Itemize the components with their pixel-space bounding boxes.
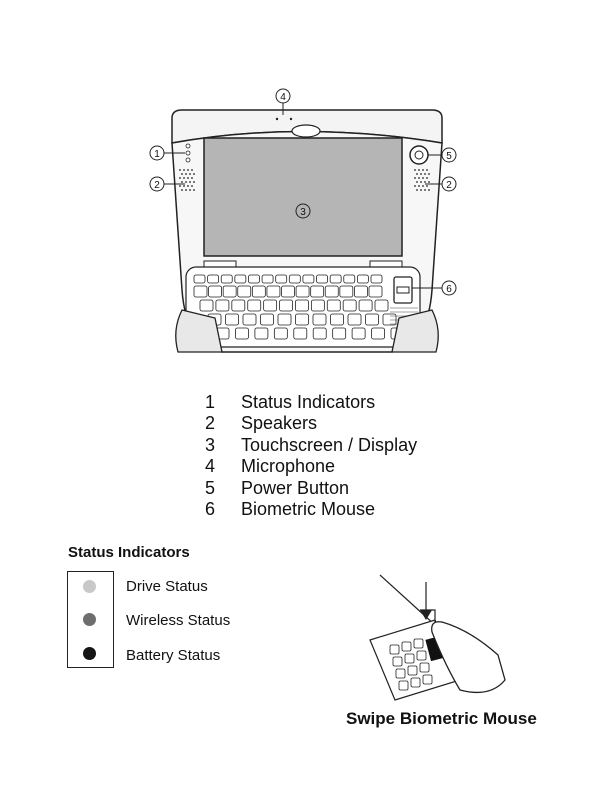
- drive-status-label: Drive Status: [126, 578, 208, 595]
- keyboard-key: [417, 651, 426, 660]
- touchscreen-display: [204, 138, 402, 256]
- keyboard-key: [352, 328, 365, 339]
- keyboard-key: [209, 286, 222, 297]
- keyboard-key: [282, 286, 295, 297]
- callout-4: 4: [280, 92, 286, 103]
- keyboard-key: [423, 675, 432, 684]
- keyboard-key: [248, 275, 259, 283]
- keyboard-key: [262, 275, 273, 283]
- keyboard-key: [295, 300, 308, 311]
- keyboard-key: [369, 286, 382, 297]
- callout-6: 6: [446, 284, 452, 295]
- keyboard-key: [372, 328, 385, 339]
- keyboard-key: [226, 314, 239, 325]
- keyboard-key: [359, 300, 372, 311]
- keyboard-key: [274, 328, 287, 339]
- keyboard-key: [238, 286, 251, 297]
- keyboard-key: [405, 654, 414, 663]
- keyboard-key: [255, 328, 268, 339]
- keyboard-key: [194, 275, 205, 283]
- keyboard-key: [330, 275, 341, 283]
- callout-2-left: 2: [154, 180, 160, 191]
- keyboard-key: [296, 286, 309, 297]
- keyboard-key: [317, 275, 328, 283]
- keyboard-key: [340, 286, 353, 297]
- keyboard-key: [390, 645, 399, 654]
- callout-1: 1: [154, 149, 160, 160]
- keyboard-key: [399, 681, 408, 690]
- keyboard-key: [375, 300, 388, 311]
- keyboard-key: [252, 286, 265, 297]
- keyboard-key: [393, 657, 402, 666]
- keyboard-key: [264, 300, 277, 311]
- device-diagram: 4 1 2 5 2 6 3: [0, 0, 612, 380]
- keyboard-key: [354, 286, 367, 297]
- microphone-icon: [292, 125, 320, 137]
- status-indicators-heading: Status Indicators: [68, 544, 190, 561]
- keyboard-key: [396, 669, 405, 678]
- keyboard-key: [420, 663, 429, 672]
- keyboard-key: [276, 275, 287, 283]
- keyboard-key: [331, 314, 344, 325]
- keyboard-key: [200, 300, 213, 311]
- keyboard-key: [303, 275, 314, 283]
- callout-5: 5: [446, 151, 452, 162]
- keyboard-key: [261, 314, 274, 325]
- keyboard-key: [243, 314, 256, 325]
- keyboard-key: [280, 300, 293, 311]
- keyboard-key: [311, 300, 324, 311]
- battery-status-dot: [83, 647, 96, 660]
- swipe-illustration: [360, 570, 520, 705]
- status-indicator-leds: [186, 144, 190, 162]
- keyboard-key: [408, 666, 417, 675]
- keyboard-key: [194, 286, 207, 297]
- keyboard-key: [414, 639, 423, 648]
- keyboard-key: [357, 275, 368, 283]
- keyboard-key: [344, 275, 355, 283]
- keyboard-key: [278, 314, 291, 325]
- power-button-icon: [410, 146, 428, 164]
- keyboard-key: [313, 314, 326, 325]
- keyboard-key: [366, 314, 379, 325]
- keyboard-key: [411, 678, 420, 687]
- keyboard-key: [383, 314, 396, 325]
- keyboard-key: [327, 300, 340, 311]
- keyboard-key: [289, 275, 300, 283]
- keyboard-key: [208, 275, 219, 283]
- keyboard-key: [296, 314, 309, 325]
- keyboard-key: [348, 314, 361, 325]
- callout-2-right: 2: [446, 180, 452, 191]
- keyboard-key: [235, 275, 246, 283]
- wireless-status-label: Wireless Status: [126, 612, 230, 629]
- keyboard-key: [325, 286, 338, 297]
- keyboard-key: [248, 300, 261, 311]
- drive-status-dot: [83, 580, 96, 593]
- callout-3: 3: [300, 207, 306, 218]
- keyboard-key: [235, 328, 248, 339]
- wireless-status-dot: [83, 613, 96, 626]
- keyboard-key: [402, 642, 411, 651]
- swipe-caption: Swipe Biometric Mouse: [346, 709, 537, 729]
- keyboard-key: [223, 286, 236, 297]
- keyboard-key: [216, 300, 229, 311]
- keyboard-key: [267, 286, 280, 297]
- keyboard-key: [343, 300, 356, 311]
- keyboard-key: [313, 328, 326, 339]
- keyboard-key: [371, 275, 382, 283]
- keyboard-key: [221, 275, 232, 283]
- keyboard-key: [232, 300, 245, 311]
- status-indicator-box: [67, 571, 114, 668]
- battery-status-label: Battery Status: [126, 647, 220, 664]
- keyboard-key: [294, 328, 307, 339]
- keyboard-key: [311, 286, 324, 297]
- keyboard-key: [333, 328, 346, 339]
